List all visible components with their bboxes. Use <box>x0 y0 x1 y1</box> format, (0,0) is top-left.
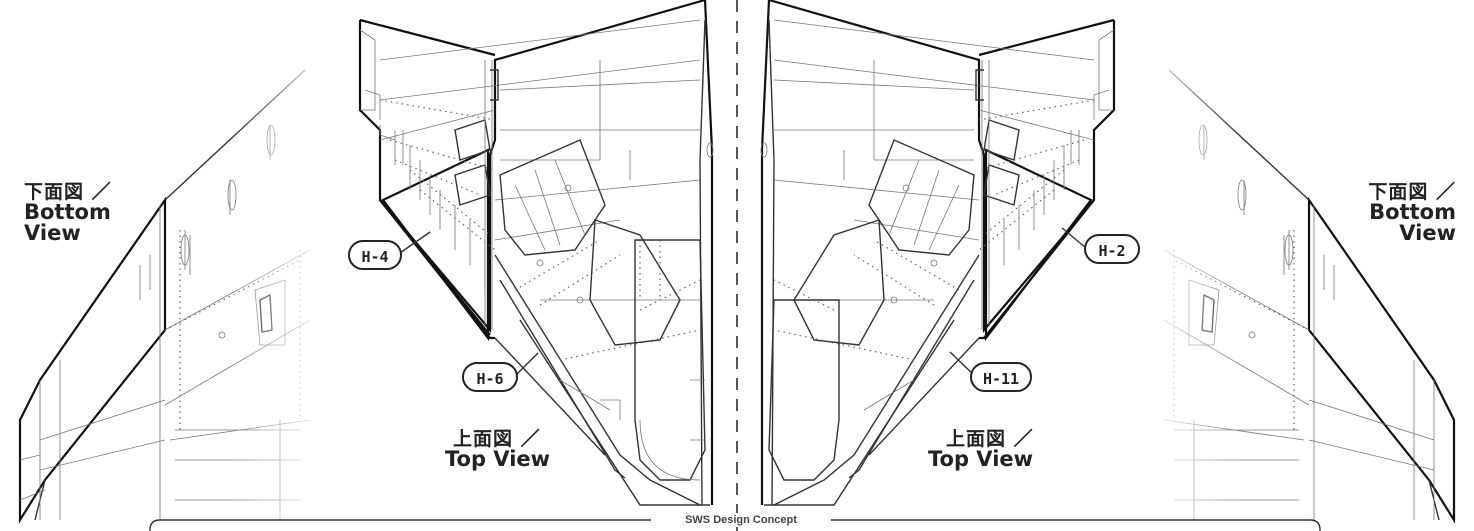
leader-h4 <box>399 231 431 254</box>
top-view-label-left: 上面図 ／ Top View <box>445 430 550 470</box>
callout-h6: H-6 <box>462 362 518 392</box>
callout-h2: H-2 <box>1084 234 1140 264</box>
bottom-view-en-1: Bottom <box>24 200 111 224</box>
bottom-view-en-2: View <box>24 221 81 245</box>
bottom-view-jp: 下面図 ／ <box>24 181 112 203</box>
bottom-view-label-left: 下面図 ／ Bottom View <box>24 183 112 244</box>
left-bottom-wing <box>18 60 320 531</box>
top-view-en: Top View <box>445 447 551 471</box>
top-view-en: Top View <box>928 447 1034 471</box>
leader-h2 <box>1061 227 1087 249</box>
leader-h6 <box>515 352 539 376</box>
callout-h4: H-4 <box>348 240 402 270</box>
bottom-view-en-2: View <box>1399 221 1456 245</box>
bottom-view-label-right: 下面図 ／ Bottom View <box>1368 183 1456 244</box>
left-top-wing <box>358 0 714 506</box>
bottom-view-jp: 下面図 ／ <box>1368 181 1456 203</box>
bottom-view-en-1: Bottom <box>1369 200 1456 224</box>
right-top-wing <box>760 0 1116 506</box>
right-bottom-wing <box>1154 60 1456 531</box>
top-view-label-right: 上面図 ／ Top View <box>928 430 1034 470</box>
design-concept-title: SWS Design Concept <box>651 513 831 527</box>
top-view-jp: 上面図 ／ <box>946 428 1034 450</box>
callout-h11: H-11 <box>970 362 1032 392</box>
top-view-jp: 上面図 ／ <box>453 428 541 450</box>
